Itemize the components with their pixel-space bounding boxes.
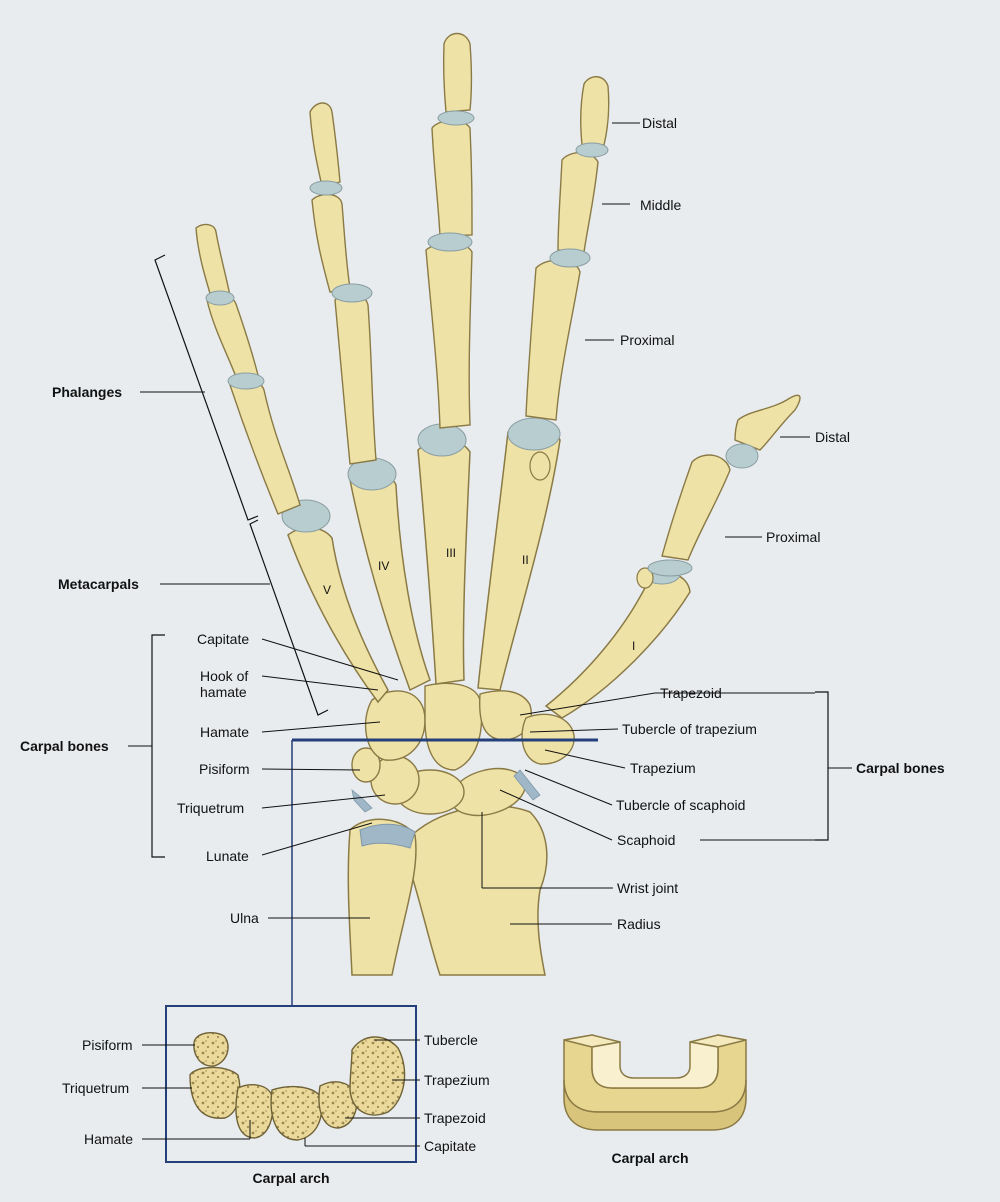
inset-hamate bbox=[235, 1084, 274, 1139]
label-middle: Middle bbox=[640, 197, 682, 213]
inset-trapezoid bbox=[318, 1081, 358, 1129]
label-proximal-finger: Proximal bbox=[620, 332, 675, 348]
label-pisiform: Pisiform bbox=[199, 761, 250, 777]
metacarpal-iii bbox=[417, 439, 471, 685]
metacarpal-heads bbox=[281, 417, 681, 585]
label-ulna: Ulna bbox=[230, 910, 259, 926]
label-radius: Radius bbox=[617, 916, 661, 932]
roman-one: I bbox=[632, 639, 636, 653]
label-distal-thumb: Distal bbox=[815, 429, 851, 445]
inset-label-tubercle: Tubercle bbox=[424, 1032, 478, 1048]
label-capitate: Capitate bbox=[197, 631, 250, 647]
label-tubercle-of-trapezium: Tubercle of trapezium bbox=[622, 721, 757, 737]
inset-label-pisiform: Pisiform bbox=[82, 1037, 133, 1053]
finger-joint-cartilage bbox=[205, 110, 759, 577]
brackets bbox=[151, 254, 829, 858]
carpal-arch-model bbox=[563, 1034, 747, 1131]
label-trapezium: Trapezium bbox=[630, 760, 696, 776]
label-hook-of-hamate: Hook of hamate bbox=[200, 668, 249, 700]
wrist-ligament bbox=[359, 823, 416, 849]
label-metacarpals: Metacarpals bbox=[58, 576, 139, 592]
label-scaphoid: Scaphoid bbox=[617, 832, 676, 848]
leader-lines bbox=[128, 122, 852, 925]
label-wrist-joint: Wrist joint bbox=[617, 880, 679, 896]
roman-three: III bbox=[446, 546, 457, 560]
inset-label-hamate: Hamate bbox=[84, 1131, 134, 1147]
finger-bones bbox=[195, 32, 801, 561]
label-trapezoid: Trapezoid bbox=[660, 685, 722, 701]
inset-triquetrum bbox=[189, 1066, 241, 1119]
label-carpal-bones-left: Carpal bones bbox=[20, 738, 109, 754]
inset-label-capitate: Capitate bbox=[424, 1138, 477, 1154]
thumb-sesamoid bbox=[636, 567, 654, 589]
label-phalanges: Phalanges bbox=[52, 384, 123, 400]
hamate-bone bbox=[364, 690, 426, 761]
label-triquetrum: Triquetrum bbox=[177, 800, 245, 816]
label-lunate: Lunate bbox=[206, 848, 249, 864]
capitate-bone bbox=[424, 682, 483, 771]
inset-trapezium bbox=[349, 1036, 406, 1116]
inset-label-trapezium: Trapezium bbox=[424, 1072, 490, 1088]
roman-five: V bbox=[323, 583, 332, 597]
inset-label-triquetrum: Triquetrum bbox=[62, 1080, 130, 1096]
inset-label-trapezoid: Trapezoid bbox=[424, 1110, 486, 1126]
roman-four: IV bbox=[378, 559, 390, 573]
inset-pisiform bbox=[193, 1031, 229, 1067]
ulna-bone bbox=[347, 818, 417, 976]
model-caption: Carpal arch bbox=[611, 1150, 689, 1166]
pisiform-bone bbox=[351, 747, 381, 783]
carpal-arch-inset-frame bbox=[165, 1005, 417, 1163]
inset-caption: Carpal arch bbox=[252, 1170, 330, 1186]
carpal-arch-cross-section bbox=[189, 1031, 406, 1141]
label-tubercle-of-scaphoid: Tubercle of scaphoid bbox=[616, 797, 746, 813]
label-proximal-thumb: Proximal bbox=[766, 529, 821, 545]
radius-bone bbox=[409, 805, 548, 976]
carpal-bones bbox=[351, 682, 575, 817]
inset-leader-lines bbox=[142, 1039, 420, 1147]
label-carpal-bones-right: Carpal bones bbox=[856, 760, 945, 776]
metacarpals bbox=[287, 422, 691, 719]
sesamoid-bone bbox=[529, 451, 551, 481]
inset-capitate bbox=[270, 1085, 323, 1141]
roman-two: II bbox=[522, 553, 529, 567]
metacarpal-v bbox=[287, 527, 389, 704]
label-distal-finger: Distal bbox=[642, 115, 678, 131]
metacarpal-i bbox=[544, 572, 691, 719]
label-hamate: Hamate bbox=[200, 724, 250, 740]
